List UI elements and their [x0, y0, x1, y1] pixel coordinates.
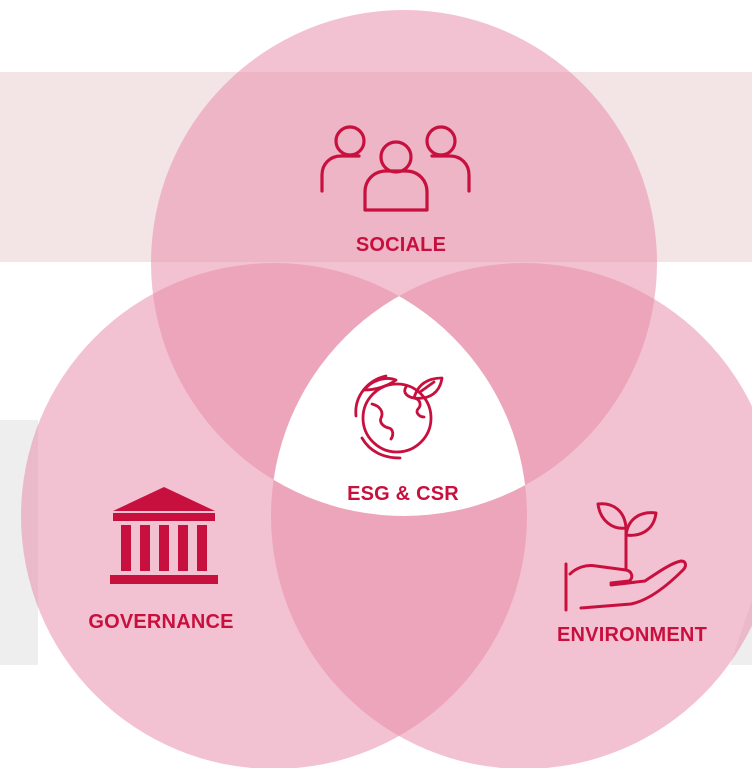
label-esg-csr: ESG & CSR	[347, 483, 459, 505]
label-environment: ENVIRONMENT	[557, 624, 707, 646]
institution-building-icon	[110, 487, 218, 584]
hand-sprout-icon	[564, 502, 687, 612]
label-governance: GOVERNANCE	[88, 611, 233, 633]
center-intersection	[271, 263, 527, 516]
label-sociale: SOCIALE	[356, 234, 446, 256]
globe-leaves-icon	[354, 374, 444, 460]
people-group-icon	[320, 125, 471, 212]
